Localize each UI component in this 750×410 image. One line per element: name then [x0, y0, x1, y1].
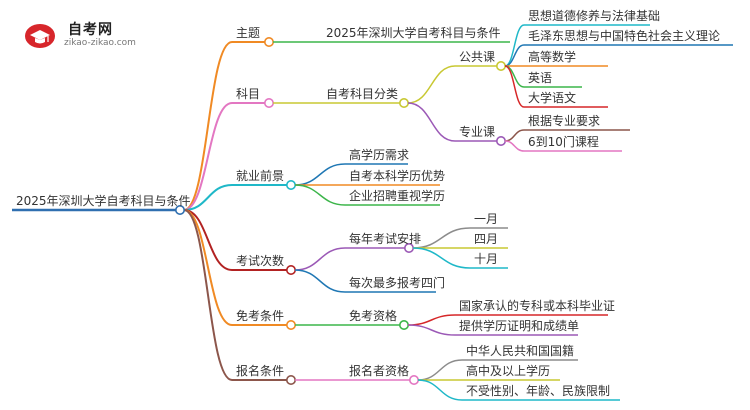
course-4-label: 英语: [528, 71, 553, 85]
exam-max-connector: [294, 269, 346, 293]
subject-category-toggle[interactable]: [398, 98, 409, 109]
topic-connector: [183, 41, 233, 211]
major-2-label: 6到10门课程: [528, 135, 599, 149]
emp-3-label: 企业招聘重视学历: [349, 189, 446, 203]
registration-toggle[interactable]: [285, 374, 296, 385]
exam-schedule-label: 每年考试安排: [349, 232, 422, 246]
exam-times-connector: [183, 209, 233, 271]
exemption-qual-label: 免考资格: [349, 309, 398, 323]
graduation-cap-logo-icon: [25, 24, 55, 48]
logo-url: zikao-zikao.com: [64, 38, 136, 48]
major-1-label: 根据专业要求: [528, 114, 601, 128]
exemption-label: 免考条件: [236, 309, 285, 323]
jan-connector: [412, 227, 471, 249]
major-courses-toggle[interactable]: [495, 136, 506, 147]
reg-1-connector: [417, 359, 463, 381]
jan-label: 一月: [474, 212, 499, 226]
ex-1-label: 国家承认的专科或本科毕业证: [459, 299, 616, 313]
exam-schedule-connector: [294, 247, 346, 271]
ex-1-connector: [407, 314, 456, 326]
emp-3-connector: [294, 184, 346, 206]
employment-label: 就业前景: [236, 169, 285, 183]
oct-label: 十月: [474, 252, 499, 266]
course-2-label: 毛泽东思想与中国特色社会主义理论: [528, 29, 721, 43]
exemption-toggle[interactable]: [285, 319, 296, 330]
reg-qual-label: 报名者资格: [349, 364, 410, 378]
subjects-connector: [183, 102, 233, 211]
topic-label: 主题: [236, 26, 261, 40]
site-logo[interactable]: 自考网 zikao-zikao.com: [24, 18, 144, 52]
registration-label: 报名条件: [236, 364, 285, 378]
course-3-label: 高等数学: [528, 50, 577, 64]
subject-category-label: 自考科目分类: [326, 87, 399, 101]
public-courses-label: 公共课: [459, 50, 496, 64]
topic-value-label: 2025年深圳大学自考科目与条件: [326, 26, 501, 40]
major-courses-label: 专业课: [459, 125, 496, 139]
major-courses-connector: [407, 102, 456, 142]
major-2-connector: [504, 140, 525, 152]
public-courses-toggle[interactable]: [495, 60, 506, 71]
reg-3-connector: [417, 379, 463, 401]
course-1-label: 思想道德修养与法律基础: [528, 9, 661, 23]
reg-3-label: 不受性别、年龄、民族限制: [466, 384, 611, 398]
reg-1-label: 中华人民共和国国籍: [466, 344, 575, 358]
registration-connector: [183, 209, 233, 381]
reg-qual-toggle[interactable]: [408, 374, 419, 385]
ex-2-connector: [407, 324, 456, 336]
exam-times-toggle[interactable]: [285, 264, 296, 275]
emp-1-label: 高学历需求: [349, 148, 410, 162]
major-1-connector: [504, 129, 525, 142]
employment-connector: [183, 184, 233, 211]
emp-2-label: 自考本科学历优势: [349, 169, 446, 183]
exemption-qual-toggle[interactable]: [398, 319, 409, 330]
subjects-label: 科目: [236, 87, 261, 101]
logo-title: 自考网: [68, 22, 113, 38]
employment-toggle[interactable]: [285, 180, 296, 191]
reg-2-label: 高中及以上学历: [466, 364, 551, 378]
ex-2-label: 提供学历证明和成绩单: [459, 319, 580, 333]
emp-1-connector: [294, 163, 346, 186]
apr-label: 四月: [474, 232, 499, 246]
root-toggle[interactable]: [175, 205, 186, 216]
root-node-label: 2025年深圳大学自考科目与条件: [16, 194, 191, 208]
subjects-toggle[interactable]: [263, 98, 274, 109]
exam-times-label: 考试次数: [236, 254, 285, 268]
exam-max-label: 每次最多报考四门: [349, 276, 446, 290]
course-5-connector: [504, 65, 525, 108]
public-courses-connector: [407, 65, 456, 104]
course-5-label: 大学语文: [528, 91, 577, 105]
oct-connector: [412, 247, 471, 269]
topic-toggle[interactable]: [263, 36, 274, 47]
